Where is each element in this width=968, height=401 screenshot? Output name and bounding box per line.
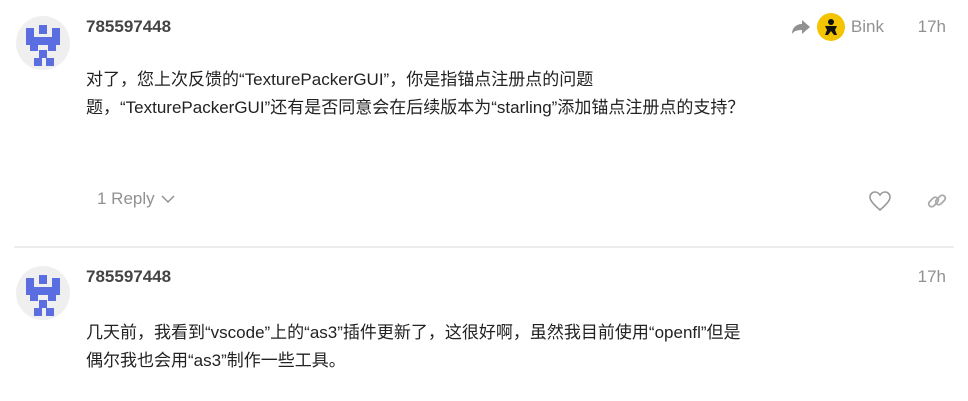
identicon-icon xyxy=(26,275,60,316)
replies-label: 1 Reply xyxy=(97,189,155,208)
post-line: 几天前，我看到“vscode”上的“as3”插件更新了，这很好啊，虽然我目前使用… xyxy=(86,323,741,342)
avatar[interactable] xyxy=(16,266,70,320)
show-replies-button[interactable]: 1 Reply xyxy=(97,189,175,209)
post-age[interactable]: 17h xyxy=(917,17,946,36)
chevron-down-icon xyxy=(161,195,175,204)
reply-to[interactable]: Bink xyxy=(791,13,884,41)
identicon-icon xyxy=(26,25,60,66)
post-divider xyxy=(14,246,954,248)
avatar[interactable] xyxy=(16,16,70,70)
post-body: 对了，您上次反馈的“TexturePackerGUI”，你是指锚点注册点的问题 … xyxy=(86,66,948,122)
share-link-button[interactable] xyxy=(926,190,948,217)
reply-to-avatar xyxy=(816,13,845,41)
post-line: 对了，您上次反馈的“TexturePackerGUI”，你是指锚点注册点的问题 xyxy=(86,70,594,89)
reply-arrow-icon xyxy=(791,20,810,34)
reply-to-username: Bink xyxy=(850,17,884,36)
username[interactable]: 785597448 xyxy=(86,17,172,36)
username[interactable]: 785597448 xyxy=(86,267,172,286)
heart-icon xyxy=(869,191,891,212)
like-button[interactable] xyxy=(868,190,892,217)
post-line: 题，“TexturePackerGUI”还有是否同意会在后续版本为“starli… xyxy=(86,98,745,117)
post-age[interactable]: 17h xyxy=(917,267,946,286)
link-icon xyxy=(927,194,947,208)
post-line: 偶尔我也会用“as3”制作一些工具。 xyxy=(86,351,346,370)
user-figure-icon xyxy=(824,19,837,35)
post-body: 几天前，我看到“vscode”上的“as3”插件更新了，这很好啊，虽然我目前使用… xyxy=(86,319,948,375)
